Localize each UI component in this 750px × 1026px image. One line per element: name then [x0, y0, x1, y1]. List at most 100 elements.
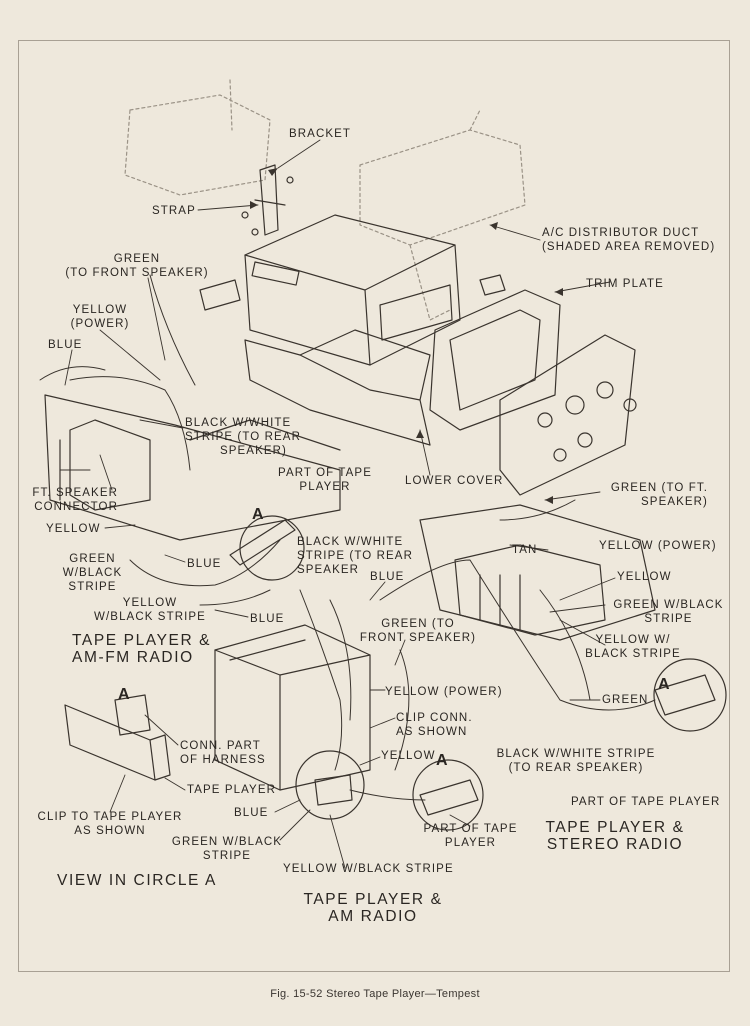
- label-ft-speaker-line1: FT. SPEAKER: [32, 487, 118, 499]
- am-radio-unit: [214, 624, 371, 791]
- label-green-front-speaker-line1: GREEN: [113, 253, 161, 265]
- label-green-black-left-line2: W/BLACK: [62, 567, 123, 579]
- label-black-white-rear-right: BLACK W/WHITE STRIPE (TO REAR SPEAKER): [486, 747, 666, 775]
- label-yellow-power-right: YELLOW (POWER): [599, 540, 717, 552]
- label-green-front-speaker-center: GREEN (TO FRONT SPEAKER): [358, 617, 478, 645]
- title-tape-stereo-line2: STEREO RADIO: [546, 836, 684, 853]
- label-tape-player-small: TAPE PLAYER: [187, 784, 277, 796]
- circle-letter-a-3: A: [436, 752, 448, 769]
- tape-player-unit: [199, 214, 461, 366]
- label-green-black-bottom: GREEN W/BLACK STRIPE: [162, 835, 292, 863]
- label-black-white-rear-left-line1: BLACK W/WHITE: [185, 417, 292, 429]
- label-green-black-left-line1: GREEN: [69, 553, 116, 565]
- view-circle-unit: [64, 694, 171, 781]
- label-green-black-bottom-line2: STRIPE: [202, 850, 252, 862]
- label-blue-bottom: BLUE: [234, 807, 269, 819]
- label-yellow-black-left: YELLOW W/BLACK STRIPE: [80, 596, 220, 624]
- label-yellow-power-left-line2: (POWER): [70, 318, 130, 330]
- label-green-front-speaker: GREEN (TO FRONT SPEAKER): [62, 252, 212, 280]
- label-clip-to-tape-line1: CLIP TO TAPE PLAYER: [37, 811, 183, 823]
- label-green-ft-speaker-right: GREEN (TO FT. SPEAKER): [560, 481, 708, 509]
- connectors: [229, 519, 716, 816]
- label-clip-conn-line2: AS SHOWN: [396, 726, 468, 738]
- label-blue-left: BLUE: [48, 339, 83, 351]
- ac-duct-shape: [359, 109, 526, 321]
- lower-cover-part: [244, 329, 431, 446]
- title-tape-am-line2: AM RADIO: [328, 908, 418, 925]
- label-blue-center-left: BLUE: [187, 558, 222, 570]
- label-part-tape-bottom-line1: PART OF TAPE: [423, 823, 518, 835]
- label-black-white-rear-right-line2: (TO REAR SPEAKER): [508, 762, 644, 774]
- diagram-frame: [18, 40, 730, 972]
- label-conn-part-line1: CONN. PART: [180, 740, 261, 752]
- label-conn-part-harness: CONN. PART OF HARNESS: [180, 739, 266, 767]
- label-yellow-black-right-line1: YELLOW W/: [595, 634, 671, 646]
- title-tape-stereo-line1: TAPE PLAYER &: [545, 819, 685, 836]
- label-green-black-left-line3: STRIPE: [68, 581, 117, 593]
- title-tape-am-fm: TAPE PLAYER & AM-FM RADIO: [72, 632, 211, 666]
- label-blue-left-bottom: BLUE: [250, 613, 285, 625]
- wires: [39, 274, 656, 801]
- label-ft-speaker-line2: CONNECTOR: [34, 501, 118, 513]
- label-clip-conn: CLIP CONN. AS SHOWN: [396, 711, 473, 739]
- label-yellow-right: YELLOW: [617, 571, 672, 583]
- label-strap: STRAP: [152, 205, 196, 217]
- label-bracket: BRACKET: [289, 128, 352, 140]
- label-yellow-black-right-line2: BLACK STRIPE: [585, 648, 681, 660]
- label-green-ft-right-line2: SPEAKER): [641, 496, 708, 508]
- am-fm-radio-unit: [44, 394, 341, 541]
- title-tape-am-fm-line1: TAPE PLAYER &: [72, 632, 212, 649]
- label-clip-conn-line1: CLIP CONN.: [396, 712, 473, 724]
- circle-letter-a-2: A: [658, 676, 670, 693]
- label-yellow-black-right: YELLOW W/ BLACK STRIPE: [578, 633, 688, 661]
- label-black-white-center-line1: BLACK W/WHITE: [297, 536, 404, 548]
- label-yellow-black-bottom: YELLOW W/BLACK STRIPE: [283, 863, 454, 875]
- label-yellow-left: YELLOW: [46, 523, 101, 535]
- label-black-white-rear-left-line2: STRIPE (TO REAR: [185, 431, 301, 443]
- bracket-part: [241, 164, 294, 236]
- figure-caption: Fig. 15-52 Stereo Tape Player—Tempest: [270, 988, 480, 1000]
- title-view-circle: VIEW IN CIRCLE A: [57, 872, 217, 889]
- trim-plate-part: [429, 274, 637, 496]
- label-part-tape-top-line2: PLAYER: [299, 481, 351, 493]
- label-ft-speaker-connector: FT. SPEAKER CONNECTOR: [18, 486, 118, 514]
- label-part-of-tape-player-top: PART OF TAPE PLAYER: [270, 466, 380, 494]
- label-yellow-power-left: YELLOW (POWER): [60, 303, 140, 331]
- label-ac-duct: A/C DISTRIBUTOR DUCT (SHADED AREA REMOVE…: [542, 226, 715, 254]
- label-conn-part-line2: OF HARNESS: [180, 754, 266, 766]
- circle-a-markers: [239, 515, 727, 831]
- circle-letter-a-1: A: [252, 506, 264, 523]
- label-black-white-center-line3: SPEAKER: [297, 564, 360, 576]
- label-part-of-tape-player-bottom: PART OF TAPE PLAYER: [408, 822, 533, 850]
- label-yellow-center: YELLOW: [381, 750, 436, 762]
- title-tape-stereo: TAPE PLAYER & STEREO RADIO: [525, 819, 705, 853]
- label-part-tape-top-line1: PART OF TAPE: [278, 467, 372, 479]
- label-green-black-left: GREEN W/BLACK STRIPE: [55, 552, 130, 594]
- label-green-black-right-line2: STRIPE: [644, 613, 693, 625]
- label-clip-to-tape-player: CLIP TO TAPE PLAYER AS SHOWN: [30, 810, 190, 838]
- label-green-front-center-line2: FRONT SPEAKER): [359, 632, 477, 644]
- circle-letter-a-4: A: [118, 686, 130, 703]
- title-tape-am-line1: TAPE PLAYER &: [303, 891, 443, 908]
- title-tape-am-fm-line2: AM-FM RADIO: [72, 649, 194, 666]
- arrowheads: [250, 168, 563, 504]
- label-part-of-tape-player-right: PART OF TAPE PLAYER: [571, 796, 721, 808]
- label-yellow-power-left-line1: YELLOW: [72, 304, 128, 316]
- label-part-tape-bottom-line2: PLAYER: [444, 837, 497, 849]
- label-black-white-rear-right-line1: BLACK W/WHITE STRIPE: [496, 748, 656, 760]
- label-black-white-rear-left: BLACK W/WHITE STRIPE (TO REAR SPEAKER): [185, 416, 301, 458]
- label-tan: TAN: [512, 544, 538, 556]
- dash-housing: [124, 79, 271, 196]
- label-black-white-center: BLACK W/WHITE STRIPE (TO REAR SPEAKER: [297, 535, 413, 577]
- label-blue-center: BLUE: [370, 571, 405, 583]
- label-yellow-power-center: YELLOW (POWER): [385, 686, 503, 698]
- label-green-ft-right-line1: GREEN (TO FT.: [610, 482, 708, 494]
- label-yellow-black-left-line2: W/BLACK STRIPE: [94, 611, 206, 623]
- label-black-white-center-line2: STRIPE (TO REAR: [297, 550, 413, 562]
- label-lower-cover: LOWER COVER: [405, 475, 504, 487]
- title-tape-am: TAPE PLAYER & AM RADIO: [283, 891, 463, 925]
- label-green-black-bottom-line1: GREEN W/BLACK: [171, 836, 283, 848]
- label-green-black-right: GREEN W/BLACK STRIPE: [606, 598, 731, 626]
- label-yellow-black-left-line1: YELLOW: [122, 597, 178, 609]
